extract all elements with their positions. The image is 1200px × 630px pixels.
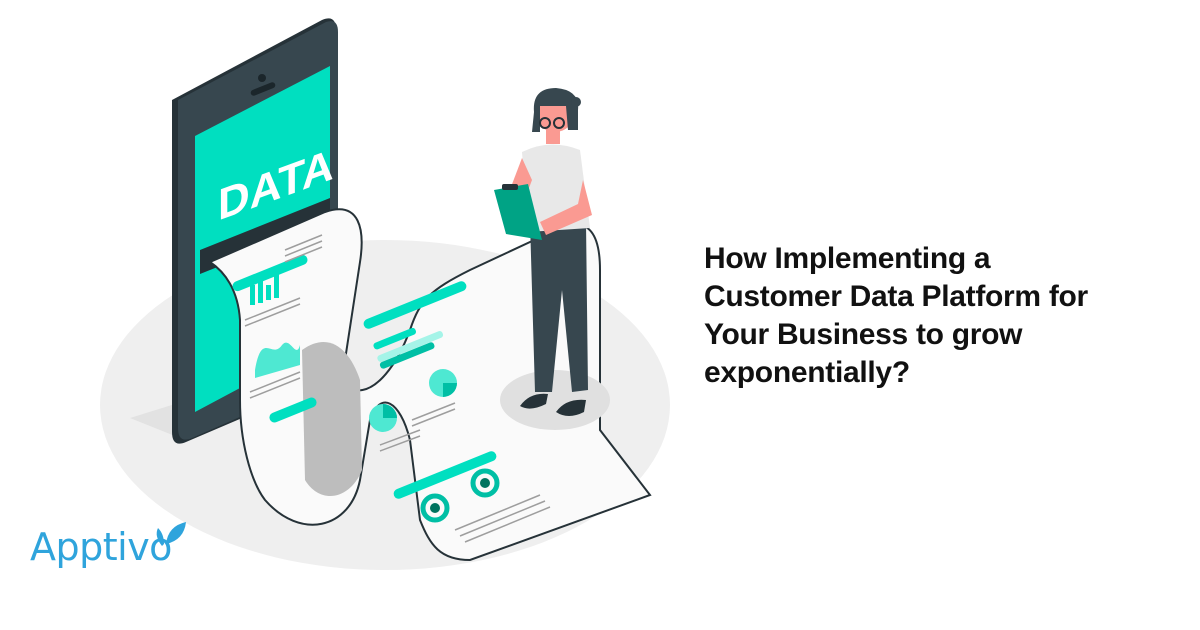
donut-chart xyxy=(420,493,450,523)
woman-with-clipboard xyxy=(494,88,592,416)
brand-name: Apptivo xyxy=(30,525,172,569)
apptivo-logo[interactable]: Apptivo xyxy=(30,522,186,569)
headline-line-2: Customer Data Platform for xyxy=(704,280,1088,313)
clipboard xyxy=(494,184,542,240)
headline-line-3: Your Business to grow xyxy=(704,318,1023,351)
donut-chart xyxy=(470,468,500,498)
article-headline: How Implementing a Customer Data Platfor… xyxy=(704,240,1174,392)
headline-line-1: How Implementing a xyxy=(704,242,991,275)
leaf-icon xyxy=(156,522,186,546)
headline-line-4: exponentially? xyxy=(704,356,910,389)
data-report-illustration: DATA xyxy=(100,18,670,570)
